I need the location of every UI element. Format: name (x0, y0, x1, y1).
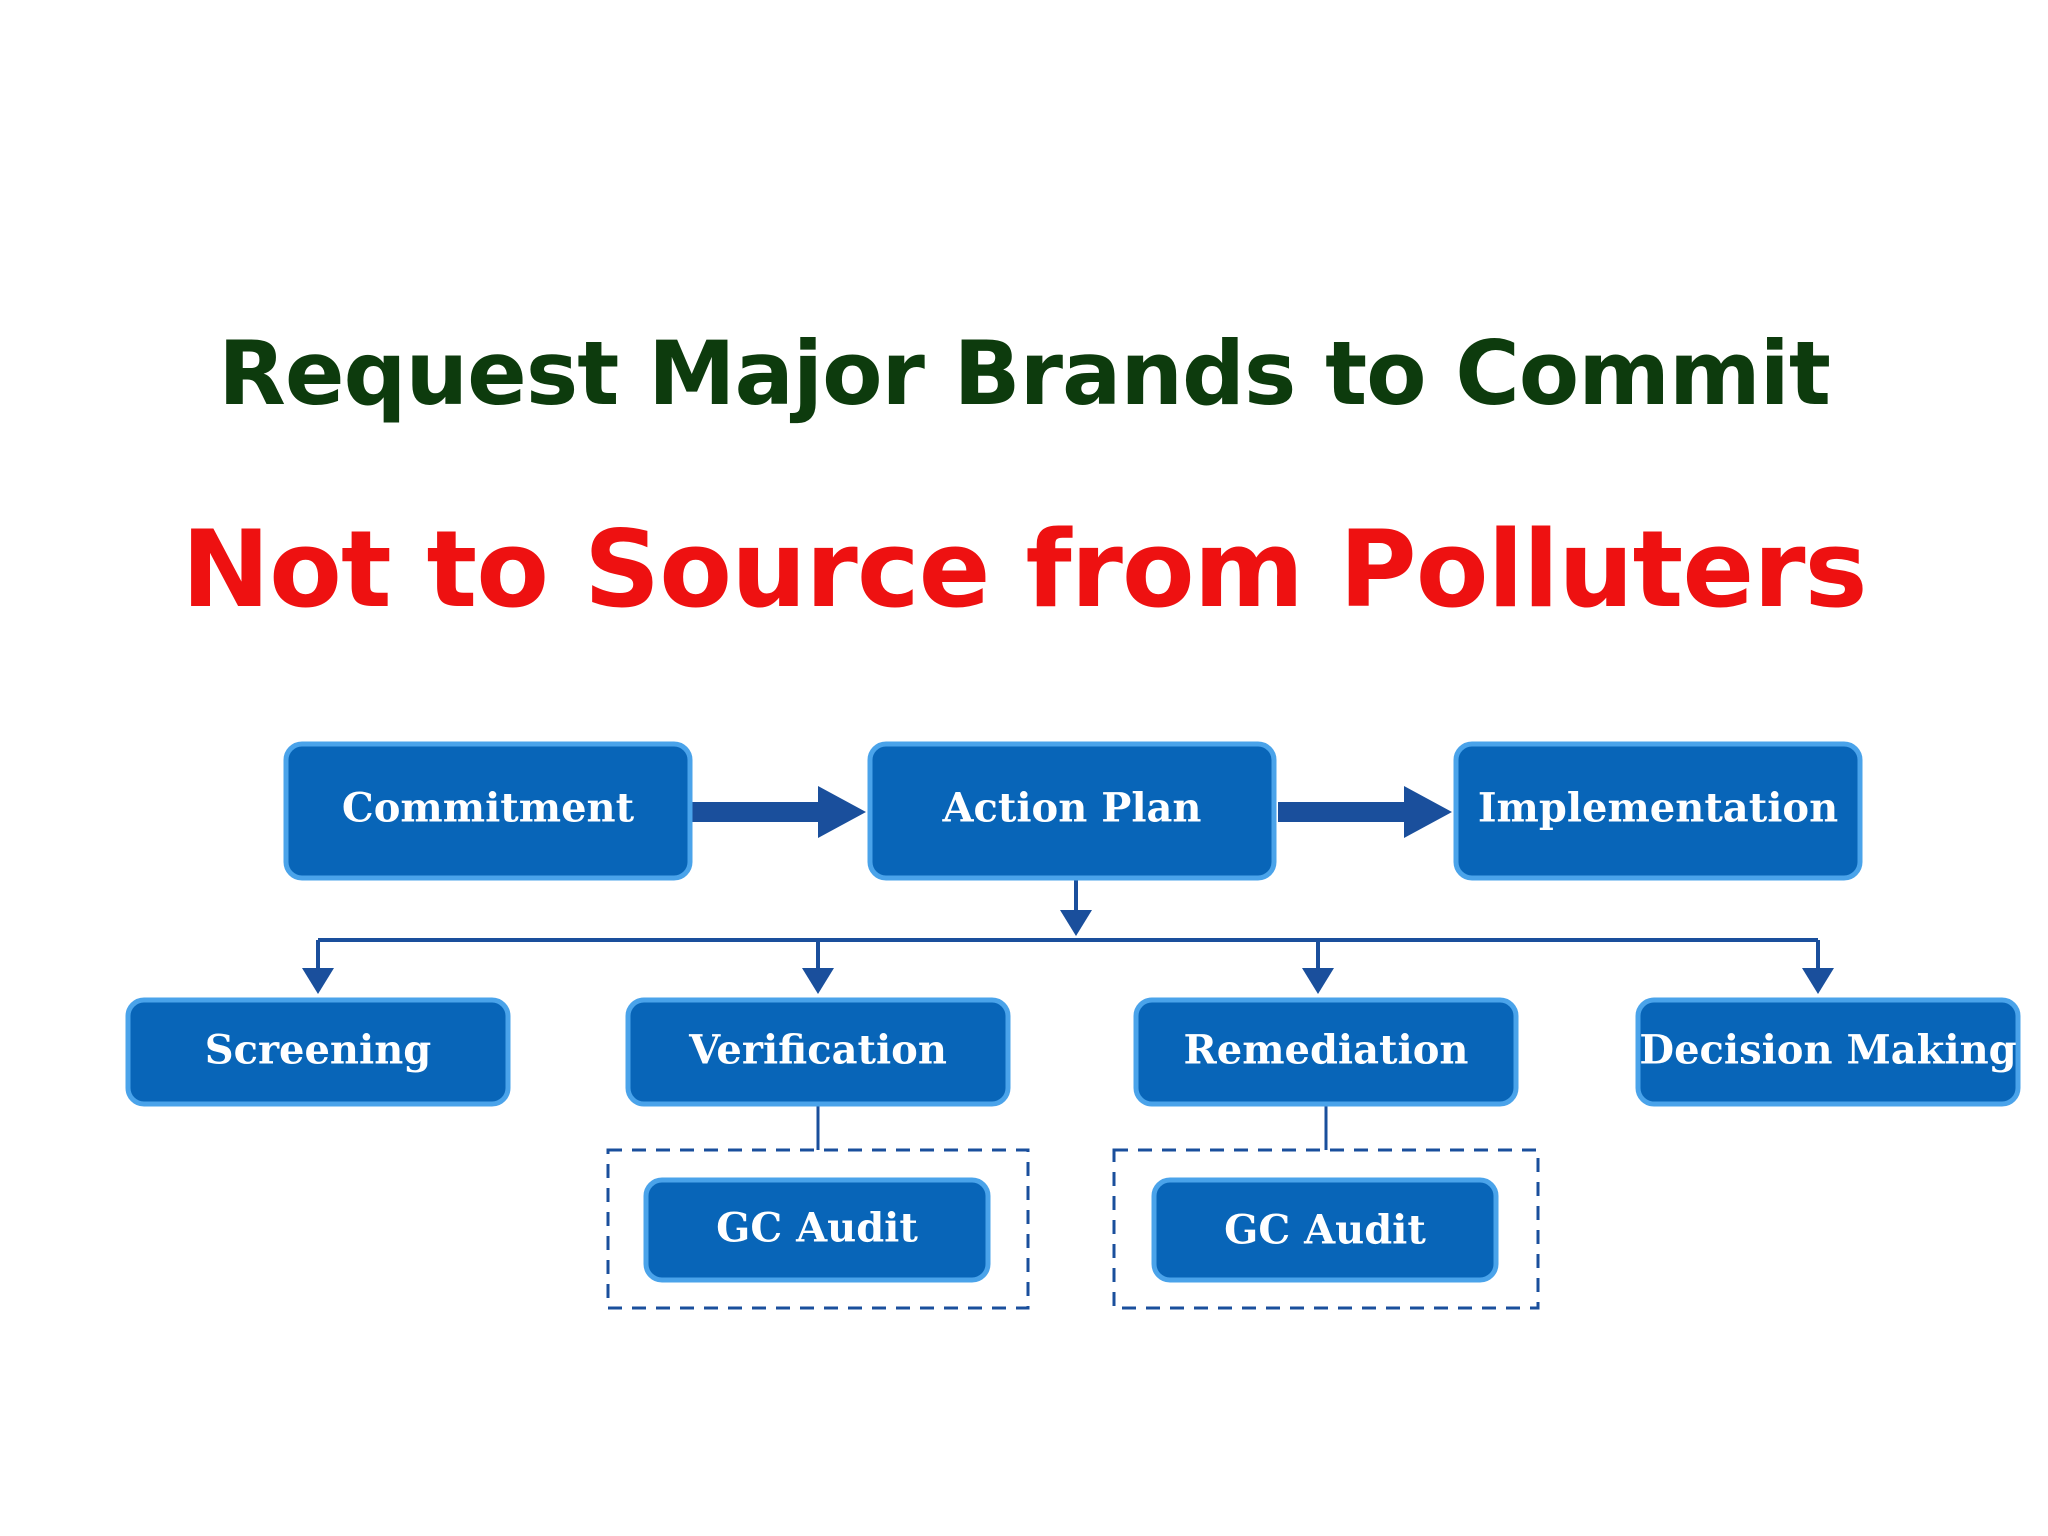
node-screening: Screening (125, 997, 511, 1107)
node-remediation-label: Remediation (1184, 1027, 1469, 1074)
node-commitment: Commitment (283, 741, 693, 881)
connector-drops (302, 940, 1834, 994)
arrow-commitment-to-action-plan (692, 786, 866, 838)
node-action-plan-label: Action Plan (941, 785, 1201, 832)
connector-to-audit-groups (816, 1104, 1328, 1150)
arrow-action-plan-to-implementation (1278, 786, 1452, 838)
node-screening-label: Screening (205, 1027, 432, 1074)
node-gc-audit-verification: GC Audit (643, 1177, 991, 1283)
node-gc-audit-remediation: GC Audit (1151, 1177, 1499, 1283)
node-decision-making: Decision Making (1635, 997, 2021, 1107)
node-implementation-label: Implementation (1478, 785, 1838, 832)
node-verification-label: Verification (688, 1027, 947, 1074)
node-gc-audit-remediation-label: GC Audit (1224, 1207, 1426, 1254)
node-gc-audit-verification-label: GC Audit (716, 1205, 918, 1252)
node-decision-making-label: Decision Making (1639, 1027, 2016, 1074)
connector-action-plan-down (1060, 878, 1092, 936)
node-action-plan: Action Plan (867, 741, 1277, 881)
node-commitment-label: Commitment (342, 785, 635, 832)
heading-line-2: Not to Source from Polluters (181, 508, 1867, 631)
node-remediation: Remediation (1133, 997, 1519, 1107)
node-implementation: Implementation (1453, 741, 1863, 881)
node-verification: Verification (625, 997, 1011, 1107)
heading-line-1: Request Major Brands to Commit (218, 322, 1831, 425)
audit-group-remediation (1112, 1148, 1540, 1310)
